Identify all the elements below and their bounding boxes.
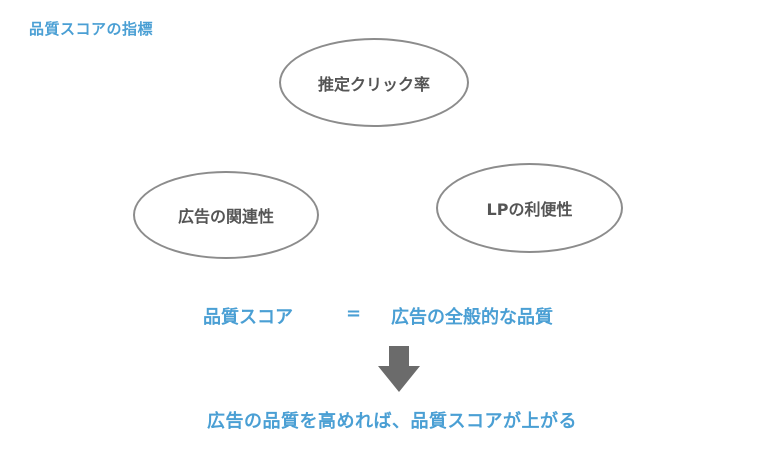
factor-ad-relevance-ellipse: 広告の関連性 (133, 171, 319, 259)
factor-ctr-label: 推定クリック率 (317, 74, 430, 94)
equals-sign: = (346, 303, 362, 324)
equation-right: 広告の全般的な品質 (391, 307, 553, 328)
factor-lp-usability-label: LPの利便性 (486, 200, 573, 219)
down-arrow-icon (378, 346, 420, 392)
factor-ctr-ellipse: 推定クリック率 (279, 38, 469, 127)
diagram-title: 品質スコアの指標 (29, 20, 154, 38)
factor-lp-usability-ellipse: LPの利便性 (436, 163, 623, 253)
conclusion-text: 広告の品質を高めれば、品質スコアが上がる (207, 411, 577, 432)
factor-ad-relevance-label: 広告の関連性 (177, 207, 274, 226)
quality-score-equation: 品質スコア = 広告の全般的な品質 (0, 301, 784, 329)
equation-left: 品質スコア (203, 307, 293, 328)
